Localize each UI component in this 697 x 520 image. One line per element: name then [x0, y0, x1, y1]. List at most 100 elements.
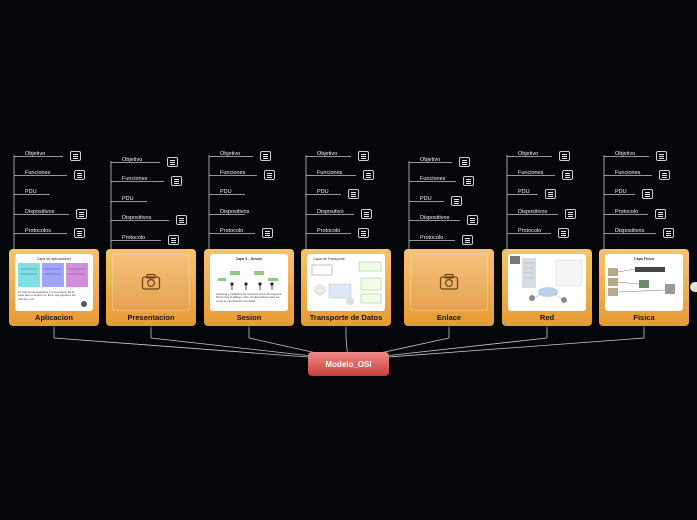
branch-item-dispositivos[interactable]: Dispositivos	[220, 208, 250, 215]
layer-node-2[interactable]: Presentacion	[106, 249, 196, 326]
note-icon[interactable]	[459, 157, 470, 167]
branch-item-pdu[interactable]: PDU	[25, 188, 37, 195]
note-icon[interactable]	[467, 215, 478, 225]
branch-item-pdu[interactable]: PDU	[122, 195, 134, 202]
layer-label: Transporte de Datos	[309, 313, 383, 322]
branch-item-objetivo[interactable]: Objetivo	[420, 156, 441, 163]
network-diagram-graphic	[510, 256, 583, 303]
note-icon[interactable]	[74, 170, 85, 180]
note-icon[interactable]	[559, 151, 570, 161]
root-label: Modelo_OSI	[325, 359, 372, 369]
branch-item-objetivo[interactable]: Objetivo	[317, 150, 338, 157]
branch-item-funciones[interactable]: Funciones	[25, 169, 51, 176]
camera-icon	[439, 273, 459, 290]
session-people-graphic	[218, 271, 278, 290]
note-icon[interactable]	[168, 235, 179, 245]
note-icon[interactable]	[361, 209, 372, 219]
note-icon[interactable]	[558, 228, 569, 238]
branch-item-pdu[interactable]: PDU	[220, 188, 232, 195]
layer-label: Presentacion	[127, 313, 175, 322]
note-icon[interactable]	[562, 170, 573, 180]
branch-item-dispositivos[interactable]: Dispositivos	[420, 214, 450, 221]
image-placeholder	[410, 254, 488, 311]
branch-item-objetivo[interactable]: Objetivo	[25, 150, 46, 157]
layer-node-6[interactable]: Red	[502, 249, 592, 326]
root-connector	[347, 337, 645, 361]
layer-image: Capa Física	[605, 254, 683, 311]
branch-item-protocolo[interactable]: Protocolo	[615, 208, 639, 215]
branch-item-funciones[interactable]: Funciones	[122, 175, 148, 182]
root-node[interactable]: Modelo_OSI	[308, 352, 389, 376]
branch-item-dispositivo[interactable]: Dispositivo	[317, 208, 344, 215]
branch-item-protocolo[interactable]: Protocolo	[122, 234, 146, 241]
camera-icon	[141, 273, 161, 290]
layer-image: Capa de Transporte	[307, 254, 385, 311]
note-icon[interactable]	[74, 228, 85, 238]
layer-label: Red	[539, 313, 555, 322]
note-icon[interactable]	[663, 228, 674, 238]
note-icon[interactable]	[167, 157, 178, 167]
branch-item-protocolo[interactable]: Protocolo	[317, 227, 341, 234]
note-icon[interactable]	[655, 209, 666, 219]
scroll-handle[interactable]	[690, 282, 697, 292]
branch-item-objetivo[interactable]: Objetivo	[615, 150, 636, 157]
note-icon[interactable]	[462, 235, 473, 245]
branch-item-funciones[interactable]: Funciones	[317, 169, 343, 176]
note-icon[interactable]	[264, 170, 275, 180]
physical-media-graphic	[608, 267, 675, 296]
layer-image	[508, 254, 586, 311]
app-windows-graphic	[18, 263, 88, 307]
note-icon[interactable]	[76, 209, 87, 219]
transport-diagram-graphic	[311, 261, 382, 305]
layer-label: Fisica	[633, 313, 655, 322]
branch-item-pdu[interactable]: PDU	[317, 188, 329, 195]
root-connector	[53, 337, 349, 361]
branch-item-dispositivos[interactable]: Dispositivos	[615, 227, 645, 234]
branch-item-objetivo[interactable]: Objetivo	[122, 156, 143, 163]
branch-item-dispositivos[interactable]: Dispositivos	[518, 208, 548, 215]
layer-node-5[interactable]: Enlace	[404, 249, 494, 326]
note-icon[interactable]	[70, 151, 81, 161]
note-icon[interactable]	[363, 170, 374, 180]
image-title: Capa 5 - Sesión	[235, 257, 263, 261]
branch-item-funciones[interactable]: Funciones	[615, 169, 641, 176]
branch-item-protocolo[interactable]: Protocolo	[220, 227, 244, 234]
note-icon[interactable]	[260, 151, 271, 161]
branch-item-objetivo[interactable]: Objetivo	[220, 150, 241, 157]
note-icon[interactable]	[463, 176, 474, 186]
note-icon[interactable]	[358, 151, 369, 161]
image-caption: Gestiona y establece las sesiones entre …	[216, 292, 283, 303]
branch-item-pdu[interactable]: PDU	[420, 195, 432, 202]
note-icon[interactable]	[659, 170, 670, 180]
branch-item-protocolo[interactable]: Protocolo	[518, 227, 542, 234]
branch-item-funciones[interactable]: Funciones	[220, 169, 246, 176]
branch-item-dispositivos[interactable]: Dispositivos	[25, 208, 55, 215]
note-icon[interactable]	[358, 228, 369, 238]
branch-item-funciones[interactable]: Funciones	[420, 175, 446, 182]
note-icon[interactable]	[656, 151, 667, 161]
note-icon[interactable]	[171, 176, 182, 186]
note-icon[interactable]	[545, 189, 556, 199]
note-icon[interactable]	[348, 189, 359, 199]
note-icon[interactable]	[565, 209, 576, 219]
branch-item-dispositivos[interactable]: Dispositivos	[122, 214, 152, 221]
note-icon[interactable]	[176, 215, 187, 225]
branch-item-pdu[interactable]: PDU	[518, 188, 530, 195]
note-icon[interactable]	[262, 228, 273, 238]
branch-item-pdu[interactable]: PDU	[615, 188, 627, 195]
branch-item-objetivo[interactable]: Objetivo	[518, 150, 539, 157]
image-title: Capa de aplicaciones	[36, 257, 72, 261]
branch-item-protocolo[interactable]: Protocolo	[420, 234, 444, 241]
branch-item-funciones[interactable]: Funciones	[518, 169, 544, 176]
note-icon[interactable]	[642, 189, 653, 199]
image-title: Capa Física	[634, 257, 654, 261]
note-icon[interactable]	[451, 196, 462, 206]
branch-item-protocolos[interactable]: Protocolos	[25, 227, 51, 234]
